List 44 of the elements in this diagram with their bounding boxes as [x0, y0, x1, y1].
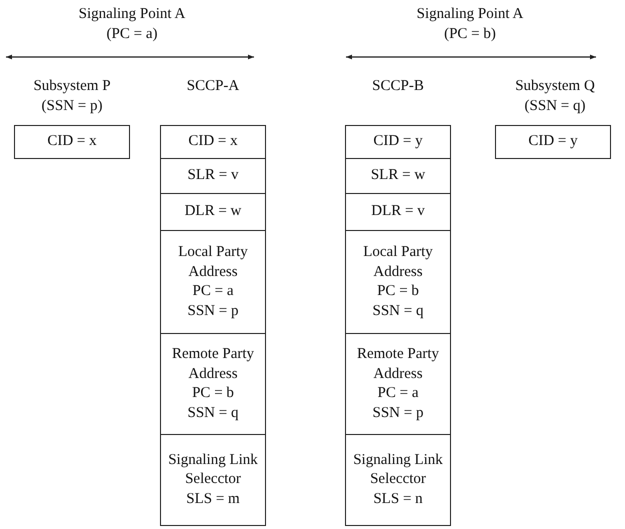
field-box	[160, 125, 266, 159]
field-box	[160, 158, 266, 194]
field-value: CID = y	[373, 132, 423, 152]
field-value: SLR = v	[188, 166, 238, 186]
field-value: CID = x	[188, 132, 238, 152]
column-heading: Subsystem Q (SSN = q)	[514, 77, 596, 116]
field-value: SSN = p	[188, 302, 238, 320]
field-heading: Signaling Link Selecctor	[167, 450, 259, 490]
field-box	[160, 333, 266, 435]
field-heading: Signaling Link Selecctor	[352, 450, 444, 490]
field-box	[160, 230, 266, 334]
field-box	[345, 230, 451, 334]
field-value: SSN = q	[188, 404, 238, 422]
field-box	[345, 125, 451, 159]
column-heading: Subsystem P (SSN = p)	[32, 77, 112, 116]
field-value: SSN = q	[372, 302, 424, 320]
field-box	[160, 193, 266, 231]
field-box	[345, 193, 451, 231]
field-value: DLR = w	[184, 202, 242, 222]
field-box	[495, 125, 611, 159]
field-value: PC = b	[377, 282, 419, 301]
field-value: PC = a	[378, 384, 418, 403]
field-value: PC = b	[192, 384, 234, 403]
field-heading: Remote Party Address	[356, 345, 440, 384]
field-box	[160, 434, 266, 526]
column-heading: SCCP-B	[371, 77, 425, 96]
field-box	[14, 125, 130, 159]
field-value: SSN = p	[372, 404, 424, 422]
field-heading: Local Party Address	[177, 243, 249, 282]
field-value: SLR = w	[370, 166, 426, 186]
field-value: SLS = n	[373, 490, 423, 509]
field-value: CID = y	[528, 132, 578, 152]
point-heading: Signaling Point A (PC = a)	[78, 5, 186, 44]
field-heading: Local Party Address	[362, 243, 434, 282]
column-heading: SCCP-A	[186, 77, 240, 96]
field-value: CID = x	[47, 132, 97, 152]
field-value: DLR = v	[371, 202, 425, 222]
point-heading: Signaling Point A (PC = b)	[416, 5, 524, 44]
field-heading: Remote Party Address	[170, 345, 256, 384]
field-box	[345, 434, 451, 526]
field-box	[345, 158, 451, 194]
field-box	[345, 333, 451, 435]
field-value: PC = a	[192, 282, 234, 301]
field-value: SLS = m	[186, 490, 240, 509]
